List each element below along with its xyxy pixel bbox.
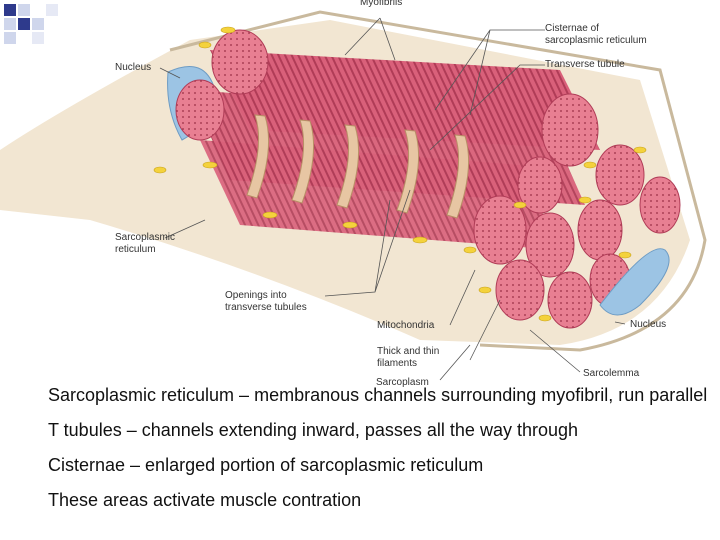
label-transverse-tubule: Transverse tubule [545,59,625,70]
label-nucleus-right: Nucleus [630,319,667,330]
bullet-sarcoplasmic-reticulum: Sarcoplasmic reticulum – membranous chan… [48,385,708,405]
mitochondria [153,26,647,322]
label-sarcoplasm: Sarcoplasm [376,377,429,388]
bullet-list: Sarcoplasmic reticulum – membranous chan… [48,384,708,524]
myofibril-ends-right [473,93,681,329]
label-filaments: Thick and thin filaments [377,346,440,369]
bullet-cisternae: Cisternae – enlarged portion of sarcopla… [48,455,484,475]
nucleus-right [599,248,670,316]
bullet-t-tubules: T tubules – channels extending inward, p… [48,420,578,440]
t-tubules [246,114,470,219]
label-mitochondria: Mitochondria [377,320,435,331]
label-myofibrils: Myofibrils [360,0,403,8]
myofibril-ends-left [175,29,269,141]
label-openings: Openings into transverse tubules [225,290,307,313]
label-nucleus-left: Nucleus [115,62,152,73]
bullet-muscle-contraction: These areas activate muscle contration [48,490,362,510]
label-sarcolemma: Sarcolemma [583,368,640,379]
sarcolemma [169,10,707,352]
muscle-fiber-diagram [0,10,707,381]
leader-lines [159,17,626,381]
corner-decoration [4,4,58,44]
label-cisternae: Cisternae of sarcoplasmic reticulum [545,23,647,46]
label-sarcoplasmic-reticulum: Sarcoplasmic reticulum [115,232,176,255]
